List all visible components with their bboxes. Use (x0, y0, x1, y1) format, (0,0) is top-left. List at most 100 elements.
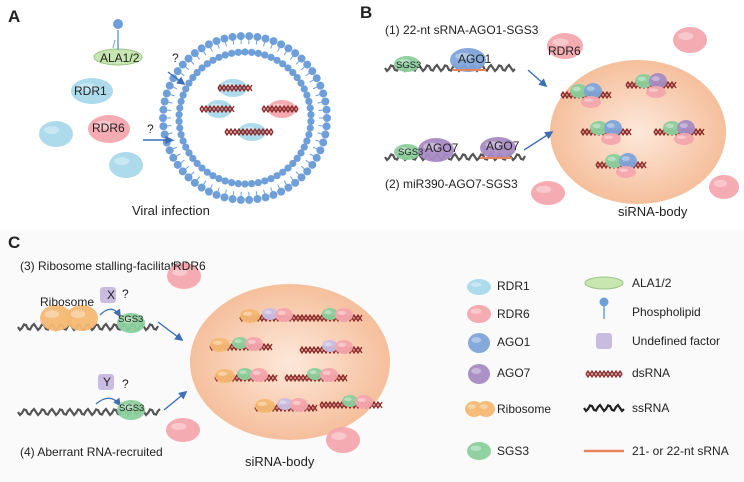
outer-lipid-head (161, 131, 169, 139)
inner-lipid-head (176, 104, 183, 111)
outer-lipid-head (174, 67, 182, 75)
body-b-rdr6-3 (674, 133, 694, 145)
outer-lipid-head (163, 89, 171, 97)
pathway-4-label: (4) Aberrant RNA-recruited (20, 445, 163, 459)
legend-icon-ago7 (468, 364, 490, 384)
outer-lipid-head (308, 67, 316, 75)
inner-lipid-head (182, 143, 189, 150)
body-c-factor-2-highlight (234, 339, 241, 343)
outer-lipid-head (277, 188, 285, 196)
rdr6-label: RDR6 (92, 121, 125, 135)
outer-lipid-head (237, 32, 245, 40)
panel-a-letter: A (8, 7, 20, 26)
inner-lipid-head (307, 104, 314, 111)
question-mark-4: ? (122, 377, 129, 391)
inner-lipid-head (235, 49, 242, 56)
body-c-rdr6-2 (245, 337, 263, 351)
legend-srna: 21- or 22-nt sRNA (632, 444, 729, 458)
inner-lipid-head (261, 177, 268, 184)
legend-icon-ribosome-2-highlight (480, 404, 488, 409)
body-b-sgs3-2-highlight (593, 124, 601, 128)
body-c-ribo-2-highlight (213, 341, 222, 345)
inner-lipid-head (215, 54, 222, 61)
outer-lipid-head (262, 35, 270, 43)
legend-undefined-factor: Undefined factor (632, 334, 720, 348)
inner-lipid-head (303, 137, 310, 144)
outer-lipid-head (253, 195, 261, 203)
legend-icon-phospholipid-head (600, 298, 609, 307)
outer-lipid-head (313, 154, 321, 162)
body-c-rdr6-2-highlight (248, 340, 256, 344)
inner-lipid-head (255, 179, 262, 186)
ago1-label-b1: AGO1 (458, 52, 492, 66)
rdr1-in-vesicle-3 (238, 123, 266, 141)
inner-lipid-head (241, 180, 248, 187)
sirna-body-caption-b: siRNA-body (618, 204, 688, 219)
free-rdr6-c1 (166, 418, 200, 442)
free-rdr1-2 (109, 152, 143, 178)
body-c-factor-0-highlight (264, 310, 271, 314)
legend-rdr6: RDR6 (497, 307, 530, 321)
sgs3-label-b2: SGS3 (398, 147, 423, 158)
free-rdr1-1-highlight (44, 126, 59, 134)
body-c-factor-7-highlight (344, 397, 351, 401)
inner-lipid-head (255, 50, 262, 57)
body-c-rdr6-6 (290, 398, 308, 412)
body-b-ago-1-highlight (652, 76, 660, 81)
question-mark-1: ? (172, 51, 179, 65)
sgs3-label-c2: SGS3 (119, 403, 144, 414)
legend-icon-ago7-highlight (471, 368, 481, 374)
body-b-rdr6-1-highlight (649, 88, 658, 92)
outer-lipid-head (205, 40, 213, 48)
outer-lipid-head (303, 61, 311, 69)
free-rdr6-c2-highlight (331, 432, 346, 440)
body-c-rdr6-4-highlight (253, 371, 261, 375)
outer-lipid-head (220, 35, 228, 43)
body-b-rdr6-2 (601, 133, 621, 145)
outer-lipid-head (297, 55, 305, 63)
outer-lipid-head (159, 114, 167, 122)
body-b-ago-4-highlight (622, 156, 630, 161)
outer-lipid-head (229, 195, 237, 203)
free-rdr1-1 (39, 121, 73, 147)
inner-lipid-head (305, 131, 312, 138)
outer-lipid-head (159, 122, 167, 130)
body-c-factor-4-highlight (239, 370, 246, 374)
outer-lipid-head (284, 44, 292, 52)
ribosome-1-highlight (45, 310, 59, 318)
outer-lipid-head (269, 37, 277, 45)
outer-lipid-head (198, 184, 206, 192)
ago7-label-b2a: AGO7 (425, 141, 459, 155)
outer-lipid-head (303, 167, 311, 175)
legend-icon-ago1-highlight (471, 337, 481, 343)
body-c-rdr6-3 (335, 340, 353, 354)
body-b-sgs3-0-highlight (573, 87, 581, 91)
outer-lipid-head (262, 193, 270, 201)
inner-lipid-head (235, 180, 242, 187)
pathway-1-label: (1) 22-nt sRNA-AGO1-SGS3 (385, 23, 539, 37)
lipid-tail (256, 191, 257, 195)
body-c-ribo-6-highlight (258, 402, 267, 406)
body-c-rdr6-7-highlight (358, 398, 366, 402)
inner-lipid-head (228, 179, 235, 186)
legend-ala: ALA1/2 (632, 276, 672, 290)
outer-lipid-head (229, 33, 237, 41)
outer-lipid-head (313, 74, 321, 82)
free-rdr6-b1 (673, 27, 707, 53)
body-c-ribo-4-highlight (218, 372, 227, 376)
inner-lipid-head (241, 48, 248, 55)
outer-lipid-head (316, 82, 324, 90)
phospholipid-head (113, 19, 123, 29)
body-c-ribo-0-highlight (243, 312, 252, 316)
legend-phospholipid: Phospholipid (632, 305, 701, 319)
outer-lipid-head (237, 196, 245, 204)
body-b-rdr6-4-highlight (619, 168, 628, 172)
body-c-ribo-0 (240, 309, 260, 323)
legend-sgs3: SGS3 (497, 444, 529, 458)
body-c-factor-1-highlight (324, 310, 331, 314)
body-c-rdr6-0 (275, 308, 293, 322)
body-c-ribo-2 (210, 338, 230, 352)
free-rdr6-b3 (709, 175, 739, 199)
body-c-ribo-4 (215, 369, 235, 383)
legend-icon-ala (585, 277, 623, 289)
